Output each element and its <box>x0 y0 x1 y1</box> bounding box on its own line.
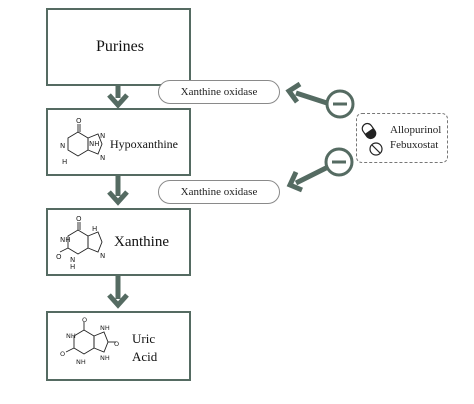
hypoxanthine-label: Hypoxanthine <box>110 137 178 151</box>
uric-o3: O <box>114 340 119 348</box>
flow-arrow-1 <box>107 86 129 109</box>
inhibitor-box: Allopurinol Febuxostat <box>356 113 448 163</box>
pill-icon <box>361 122 383 156</box>
tablet-icon <box>369 142 383 156</box>
enzyme-pill-1: Xanthine oxidase <box>158 80 280 104</box>
uric-acid-structure: O O O NH NH NH NH <box>60 316 119 366</box>
enzyme-pill-2: Xanthine oxidase <box>158 180 280 204</box>
xanthine-n1: N <box>70 256 75 264</box>
xanthine-box: Xanthine <box>46 208 191 276</box>
uric-o2: O <box>60 350 65 358</box>
uric-acid-label-line1: Uric <box>132 331 156 346</box>
purines-box: Purines <box>46 8 191 86</box>
hypoxanthine-n2: N <box>100 132 105 140</box>
xanthine-label: Xanthine <box>114 234 169 250</box>
minus-icon-1 <box>325 89 355 119</box>
uric-nh1: NH <box>66 332 76 340</box>
uric-nh2: NH <box>100 324 110 332</box>
hypoxanthine-h: H <box>62 158 67 166</box>
drug-allopurinol: Allopurinol <box>390 124 442 136</box>
hypoxanthine-o: O <box>76 117 82 125</box>
flow-arrow-2 <box>107 176 129 206</box>
inhibitor-drug-list: Allopurinol Febuxostat <box>390 123 441 153</box>
xanthine-h1: H <box>92 225 97 233</box>
enzyme-label-2: Xanthine oxidase <box>180 186 258 198</box>
xanthine-n2: N <box>100 252 105 260</box>
drug-febuxostat: Febuxostat <box>390 139 439 151</box>
uric-acid-box: Uric Acid <box>46 311 191 381</box>
uric-acid-label-line2: Acid <box>132 349 158 364</box>
inhibition-arrow-1 <box>285 81 331 107</box>
xanthine-o2: O <box>56 253 62 261</box>
hypoxanthine-n1: N <box>60 142 65 150</box>
hypoxanthine-n3: N <box>100 154 105 162</box>
flow-arrow-3 <box>107 276 129 309</box>
xanthine-structure: O O NH H N N H <box>56 215 105 270</box>
purines-label: Purines <box>96 38 144 55</box>
xanthine-nh: NH <box>60 236 71 244</box>
xanthine-o1: O <box>76 215 82 223</box>
uric-nh4: NH <box>100 354 110 362</box>
enzyme-label-1: Xanthine oxidase <box>180 86 258 98</box>
minus-icon-2 <box>324 147 354 177</box>
inhibition-arrow-2 <box>286 163 332 193</box>
uric-nh3: NH <box>76 358 86 366</box>
uric-o1: O <box>82 316 87 324</box>
hypoxanthine-box: Hypoxanthine <box>46 108 191 176</box>
hypoxanthine-structure: O NH N N N H <box>60 117 105 166</box>
hypoxanthine-nh: NH <box>89 140 100 148</box>
xanthine-h2: H <box>70 263 75 270</box>
